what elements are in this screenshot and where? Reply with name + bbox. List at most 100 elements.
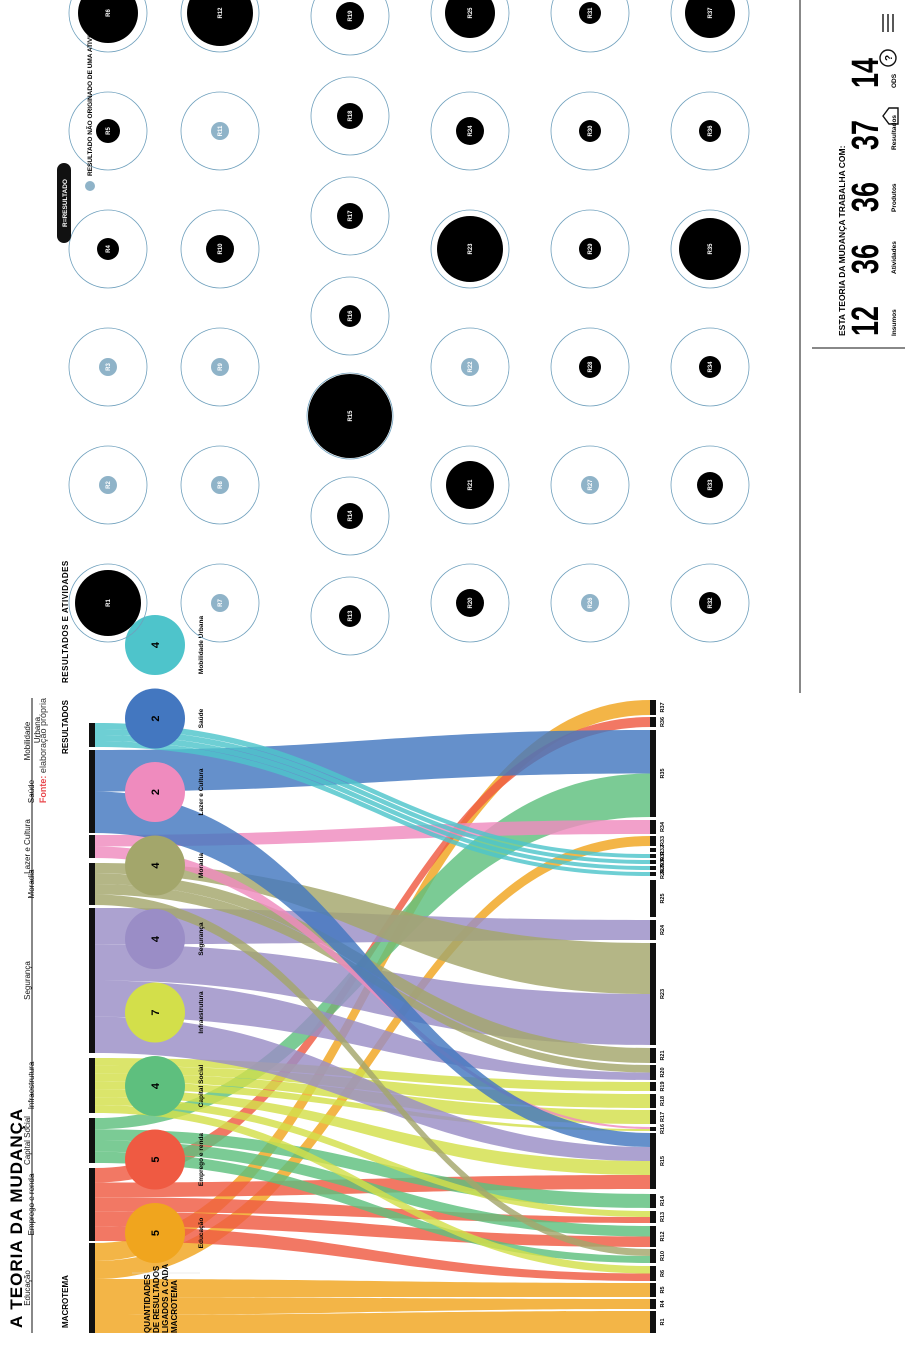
resultado-label: R19 (660, 1081, 666, 1091)
count-circle (125, 835, 185, 896)
resultado-node (650, 1094, 656, 1108)
result-label: R6 (106, 9, 112, 17)
result-label: R33 (708, 479, 714, 491)
resultado-label: R20 (660, 1067, 666, 1077)
legend-light-dot (85, 181, 95, 191)
result-label: R5 (106, 127, 112, 135)
result-outer-ring (68, 563, 148, 643)
result-outer-ring (310, 476, 390, 556)
result-label: R32 (708, 597, 714, 609)
home-icon[interactable] (882, 107, 899, 125)
resultado-label: R29 (660, 863, 666, 873)
count-label: Capital Social (198, 1064, 205, 1107)
result-label: R25 (468, 7, 474, 19)
macrotema-label: Infraestrutura (27, 1061, 36, 1109)
sankey-flow (95, 863, 650, 994)
result-outer-ring (68, 0, 148, 53)
count-circle (125, 615, 185, 675)
result-dot (211, 358, 229, 376)
result-dot (206, 235, 234, 263)
resultado-label: R10 (660, 1251, 666, 1261)
sankey-flow (95, 894, 650, 1256)
resultado-label: R24 (660, 924, 666, 935)
result-outer-ring (670, 209, 750, 289)
legend-pill (57, 163, 71, 243)
result-label: R10 (218, 243, 224, 255)
result-outer-ring (310, 176, 390, 256)
count-circle (125, 1056, 185, 1116)
count-value: 2 (150, 715, 162, 721)
result-dot (339, 605, 361, 627)
count-value: 2 (150, 789, 162, 795)
resultado-node (650, 854, 656, 858)
count-label: Lazer e Cultura (198, 768, 205, 815)
macrotema-node (89, 1058, 95, 1113)
result-dot (579, 2, 601, 24)
sankey-flow (95, 730, 650, 792)
count-value: 4 (150, 1082, 162, 1089)
resultado-label: R17 (660, 1112, 666, 1122)
macrotema-node (89, 1243, 95, 1333)
resultado-label: R16 (660, 1124, 666, 1134)
result-label: R29 (588, 243, 594, 255)
count-label: Educação (198, 1218, 205, 1249)
sankey-flow (95, 1129, 650, 1208)
result-outer-ring (670, 327, 750, 407)
resultado-node (650, 1283, 656, 1297)
nav-help[interactable]: ? (879, 49, 897, 67)
result-dot (337, 503, 363, 529)
resultado-label: R6 (660, 1270, 666, 1277)
result-outer-ring (180, 445, 260, 525)
resultado-node (650, 1194, 656, 1208)
result-dot (579, 238, 601, 260)
resultado-node (650, 1299, 656, 1309)
result-label: R21 (468, 479, 474, 491)
result-outer-ring (670, 91, 750, 171)
count-value: 5 (150, 1230, 162, 1236)
help-glyph: ? (884, 55, 895, 61)
result-outer-ring (670, 445, 750, 525)
result-dot (99, 358, 117, 376)
resultado-label: R21 (660, 1050, 666, 1060)
results-grid: R1R2R3R4R5R6R7R8R9R10R11R12R13R14R15R16R… (68, 0, 750, 656)
result-outer-ring (430, 445, 510, 525)
summary-stat-value: 36 (845, 244, 887, 274)
nav-home[interactable] (882, 107, 899, 125)
resultado-node (650, 1226, 656, 1247)
count-label: Segurança (198, 922, 205, 956)
source-note: Fonte: elaboração própria (38, 698, 48, 803)
result-label: R36 (708, 125, 714, 137)
result-label: R37 (708, 7, 714, 19)
resultado-label: R35 (660, 768, 666, 778)
sankey-flow (95, 723, 650, 858)
help-icon[interactable] (879, 49, 897, 67)
count-value: 7 (150, 1009, 162, 1015)
resultado-node (650, 1048, 656, 1063)
sankey-diagram: Educação Emprego e renda Capital Social Inf… (23, 700, 666, 1333)
result-label: R27 (588, 479, 594, 491)
resultado-label: R36 (660, 717, 666, 727)
resultado-node (650, 872, 656, 876)
result-label: R12 (218, 7, 224, 19)
result-outer-ring (180, 91, 260, 171)
resultado-label: R18 (660, 1096, 666, 1106)
sankey-flow (95, 735, 650, 870)
result-label: R23 (468, 243, 474, 255)
result-dot (211, 594, 229, 612)
sankey-flow (95, 791, 650, 1147)
result-outer-ring (180, 0, 260, 53)
resultado-label: R4 (660, 1300, 666, 1308)
nav-menu[interactable] (882, 14, 894, 32)
count-value: 4 (150, 935, 162, 942)
count-label: Emprego e renda (198, 1133, 205, 1186)
count-label: Mobilidade Urbana (198, 616, 205, 675)
sankey-flow (95, 741, 650, 876)
sankey-flow (95, 729, 650, 864)
result-dot (337, 103, 363, 129)
resultado-label: R31 (660, 851, 666, 861)
resultado-node (650, 920, 656, 940)
summary-stat-label: Resultados (891, 115, 898, 150)
result-dot (581, 476, 599, 494)
result-outer-ring (310, 276, 390, 356)
